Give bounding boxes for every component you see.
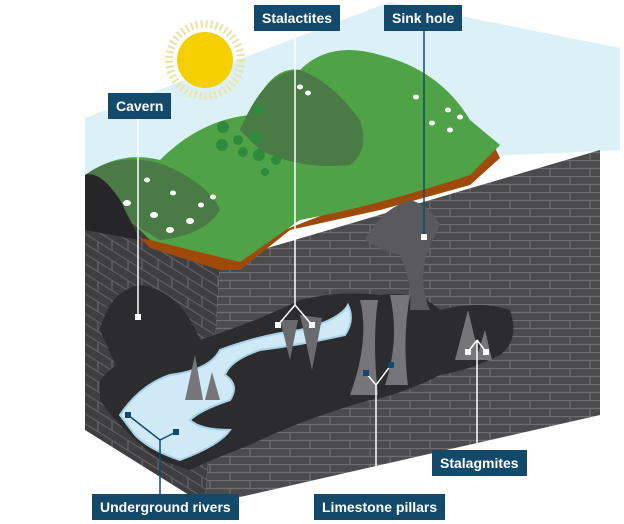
stalactites-formation xyxy=(280,315,322,370)
sun-icon xyxy=(165,20,245,100)
label-stalagmites: Stalagmites xyxy=(432,450,527,476)
dark-hill-middle xyxy=(240,70,364,166)
main-cave xyxy=(100,293,514,470)
label-sink-hole: Sink hole xyxy=(384,5,463,31)
pointer-dots xyxy=(125,234,489,435)
sink-hole xyxy=(365,200,440,310)
stalagmites-formation xyxy=(185,310,492,400)
dark-hill-left-front xyxy=(85,174,140,240)
label-underground-rivers: Underground rivers xyxy=(92,494,239,520)
label-stalactites: Stalactites xyxy=(254,5,341,31)
label-limestone-pillars: Limestone pillars xyxy=(314,494,446,520)
sheep xyxy=(123,84,463,233)
label-cavern: Cavern xyxy=(108,93,172,119)
trees xyxy=(216,105,281,176)
dark-hill-left xyxy=(85,159,220,240)
